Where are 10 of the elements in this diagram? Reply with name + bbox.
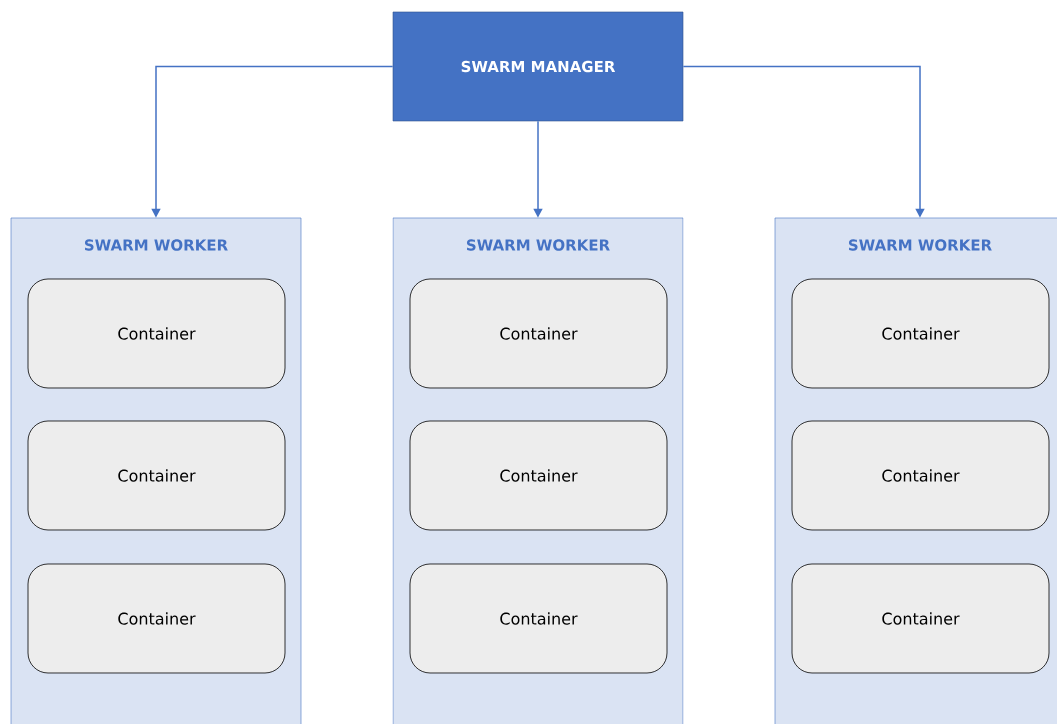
container-box: Container (27, 420, 286, 531)
container-box: Container (27, 563, 286, 674)
container-box: Container (791, 278, 1050, 389)
container-box: Container (791, 563, 1050, 674)
container-box: Container (409, 420, 668, 531)
container-box: Container (409, 563, 668, 674)
container-box: Container (409, 278, 668, 389)
container-box: Container (791, 420, 1050, 531)
container-box: Container (27, 278, 286, 389)
manager-box: SWARM MANAGER (392, 11, 684, 122)
